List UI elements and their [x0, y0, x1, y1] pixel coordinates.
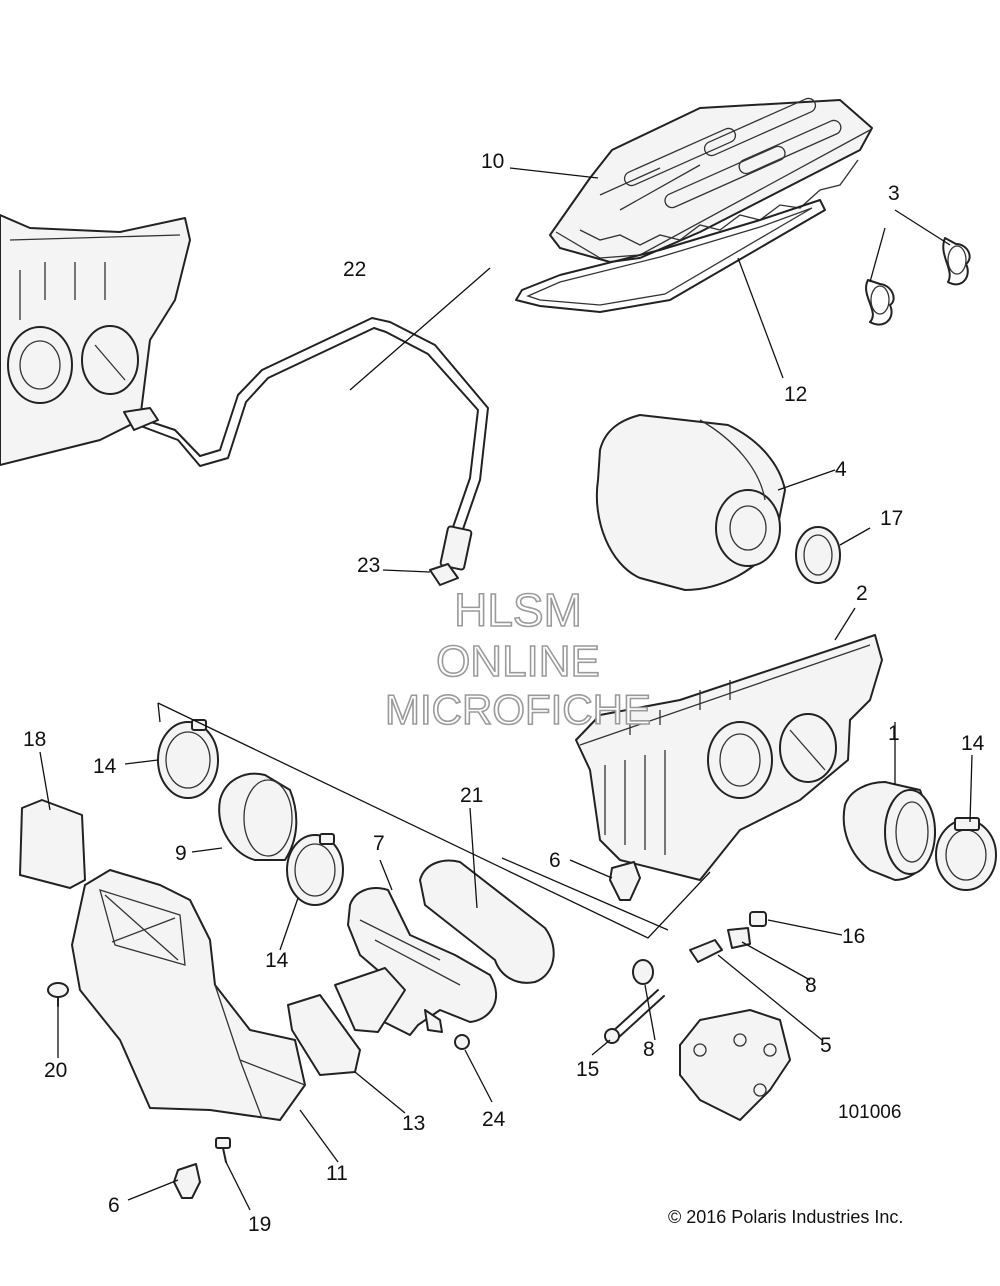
callout-11: 11 — [326, 1162, 348, 1185]
callout-1: 1 — [888, 722, 900, 745]
part-20-pushpin — [47, 982, 69, 1007]
callout-6-upper: 6 — [549, 849, 561, 872]
part-14-clamp-right — [935, 817, 997, 891]
watermark-line-3: MICROFICHE — [385, 686, 651, 733]
watermark-line-2: ONLINE — [436, 637, 600, 686]
callout-17: 17 — [880, 507, 903, 530]
callout-13: 13 — [402, 1112, 425, 1135]
part-18-filter-pad — [19, 799, 86, 889]
callout-2: 2 — [856, 582, 868, 605]
callout-7: 7 — [373, 832, 385, 855]
part-22-breather-hose — [123, 317, 489, 571]
callout-10: 10 — [481, 150, 504, 173]
part-23-fitting — [429, 563, 459, 586]
part-14-clamp-center — [286, 833, 344, 906]
copyright-notice: © 2016 Polaris Industries Inc. — [668, 1207, 904, 1227]
part-9-coupler — [218, 772, 298, 861]
callout-18: 18 — [23, 728, 46, 751]
part-1-outlet-boot — [842, 781, 936, 881]
callout-19: 19 — [248, 1213, 271, 1236]
callout-15: 15 — [576, 1058, 599, 1081]
callout-21: 21 — [460, 784, 483, 807]
watermark: HLSM ONLINE MICROFICHE — [384, 583, 652, 734]
part-17-band — [795, 526, 841, 584]
part-21-sleeve — [419, 859, 555, 984]
part-14-clamp-upper-left — [157, 719, 219, 799]
callout-5: 5 — [820, 1034, 832, 1057]
callout-22: 22 — [343, 258, 366, 281]
callout-8-right: 8 — [805, 974, 817, 997]
callout-14-center: 14 — [265, 949, 289, 972]
part-7-intake-tube — [347, 887, 497, 1036]
airbox-reference-partial — [0, 214, 191, 466]
part-13-adapter — [287, 967, 406, 1076]
part-4-air-filter — [595, 414, 786, 591]
callout-6-lower: 6 — [108, 1194, 120, 1217]
callout-23: 23 — [357, 554, 380, 577]
callout-16: 16 — [842, 925, 865, 948]
part-6-drain-valve-upper — [609, 861, 641, 901]
callout-12: 12 — [784, 383, 807, 406]
part-6-drain-valve-lower — [173, 1163, 201, 1199]
part-3-clamps — [865, 237, 971, 326]
part-12-seal — [515, 199, 826, 313]
callouts: 1 2 3 4 5 6 6 7 8 8 9 10 11 12 13 14 14 … — [23, 150, 985, 1236]
watermark-line-1: HLSM — [454, 584, 582, 636]
leader-lines — [39, 167, 973, 1211]
callout-24: 24 — [482, 1108, 506, 1131]
callout-20: 20 — [44, 1059, 67, 1082]
callout-4: 4 — [835, 458, 847, 481]
part-19-screw — [215, 1137, 231, 1163]
callout-14-upper-left: 14 — [93, 755, 117, 778]
bracket-hardware — [604, 911, 791, 1121]
part-2-airbox — [575, 634, 883, 881]
part-24-fastener — [454, 1034, 470, 1050]
diagram-id: 101006 — [838, 1102, 902, 1123]
callout-8-left: 8 — [643, 1038, 655, 1061]
callout-9: 9 — [175, 842, 187, 865]
callout-14-right: 14 — [961, 732, 985, 755]
part-11-intake-duct — [71, 869, 306, 1121]
part-10-airbox-cover — [549, 97, 873, 263]
callout-3: 3 — [888, 182, 900, 205]
